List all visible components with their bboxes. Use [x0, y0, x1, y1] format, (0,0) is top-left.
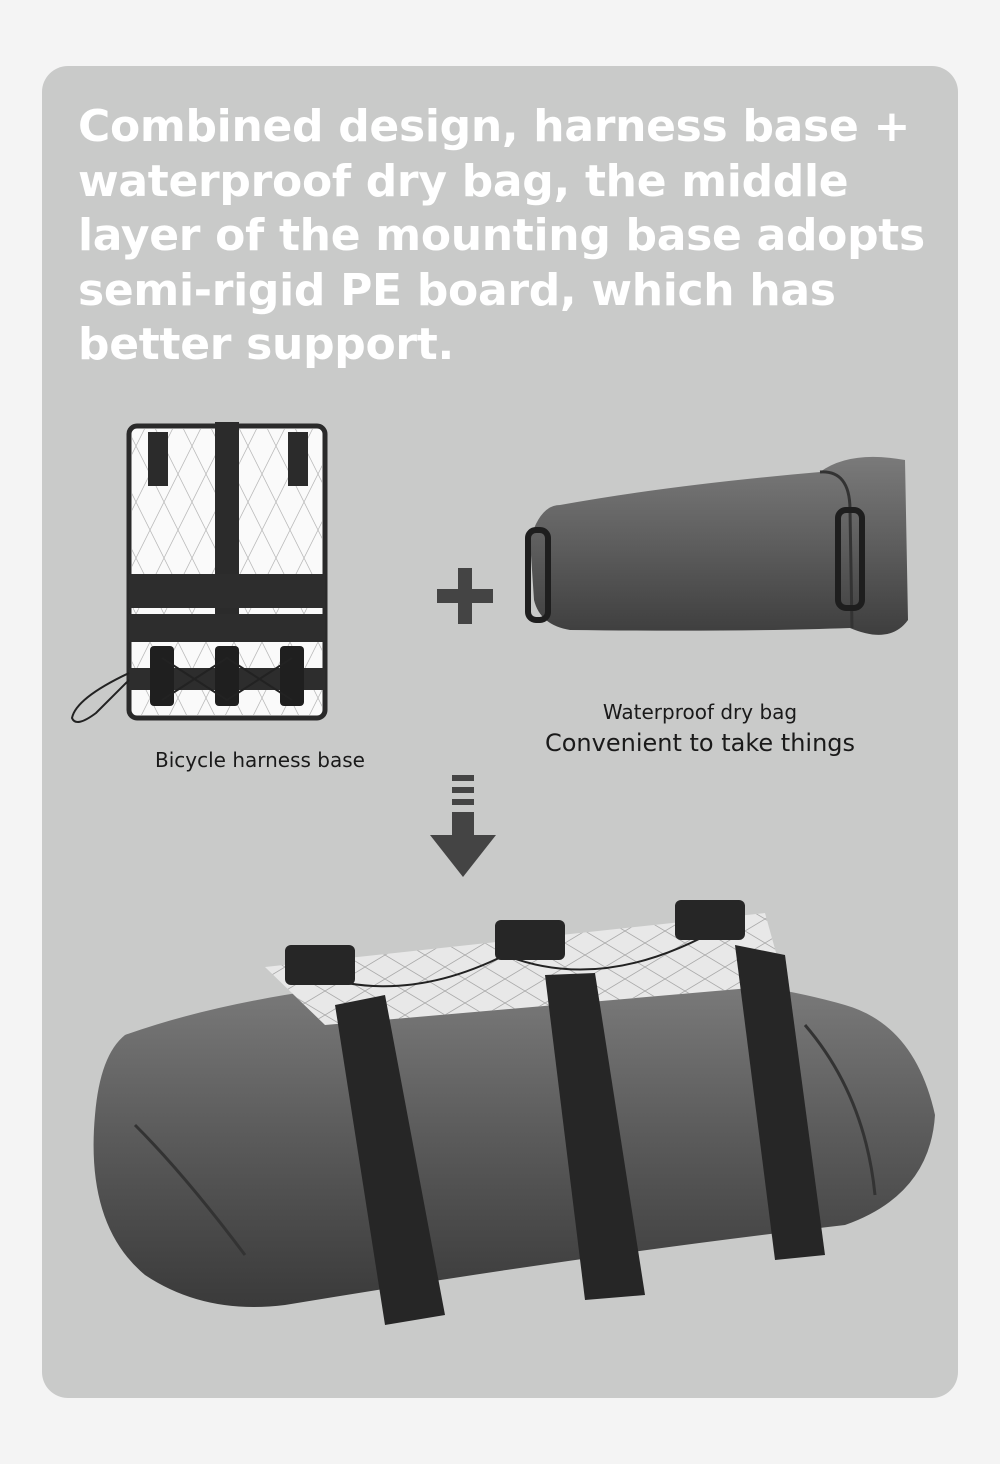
harness-caption: Bicycle harness base [155, 748, 365, 772]
arrow-down-icon [430, 775, 496, 877]
harness-base-image [70, 422, 328, 723]
bag-caption-subtitle: Convenient to take things [544, 729, 856, 757]
plus-icon [437, 568, 493, 624]
combined-handlebar-bag-image [93, 900, 936, 1325]
bag-caption-title: Waterproof dry bag [602, 700, 798, 724]
headline: Combined design, harness base + waterpro… [78, 101, 925, 370]
dry-bag-image [525, 456, 908, 635]
